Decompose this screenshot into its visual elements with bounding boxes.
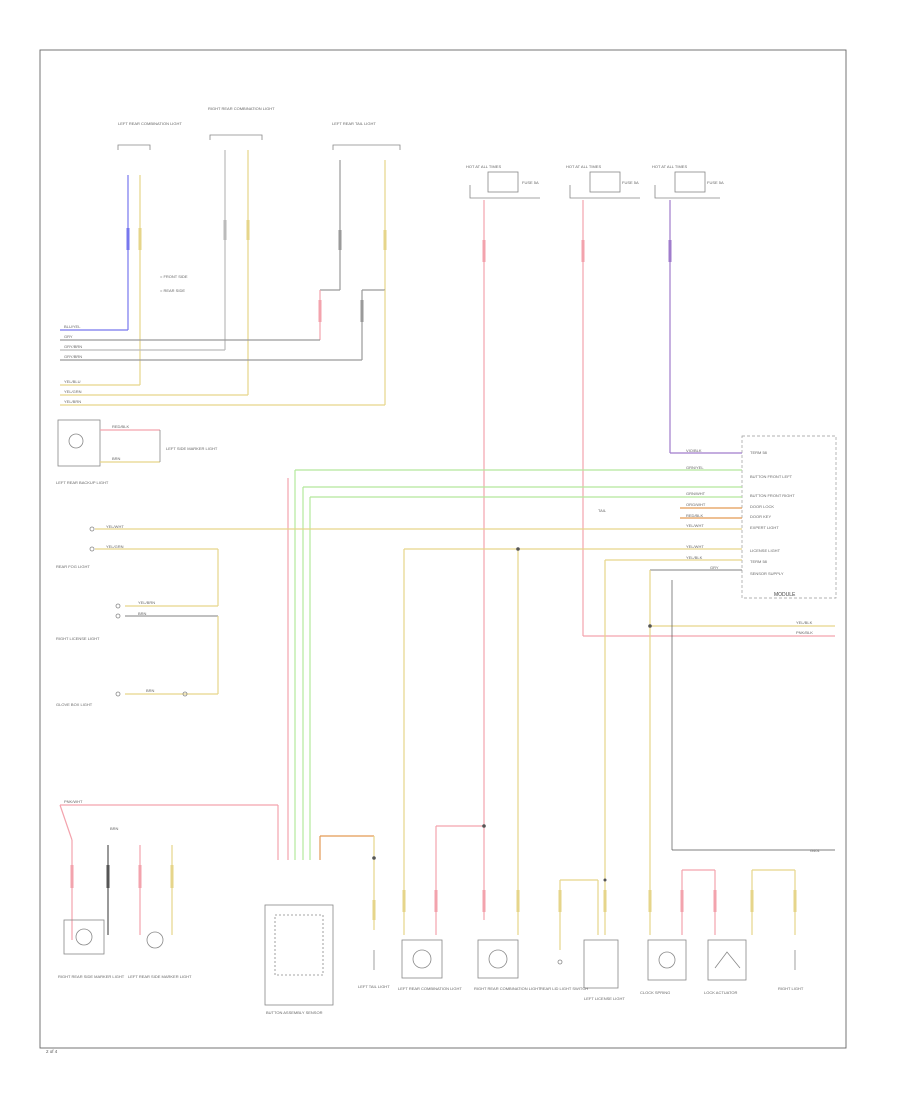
module-pin-labels: TERM 58 BUTTON FRONT LEFT BUTTON FRONT R…	[750, 450, 796, 598]
wire-label: BLU/YEL	[64, 324, 81, 329]
module-pin: DOOR KEY	[750, 514, 771, 519]
wire-tag: ORG/WHT	[686, 502, 706, 507]
wire-tag: GRY	[710, 565, 719, 570]
wire-tag: YEL/WHT	[106, 524, 124, 529]
wire-tag: GRN/YEL	[686, 465, 704, 470]
page-ref: 2 of 4	[46, 1049, 58, 1054]
top-left-connectors	[60, 150, 386, 406]
bottom-label: RIGHT REAR COMBINATION LIGHT	[474, 986, 541, 991]
wire-tag: RED/BLK	[112, 424, 129, 429]
wire-tag: YEL/WHT	[686, 544, 704, 549]
bottom-components	[63, 904, 796, 1006]
legend-item: = FRONT SIDE	[160, 274, 188, 279]
side-label: RIGHT LICENSE LIGHT	[56, 636, 100, 641]
wire-label: YEL/BLU	[64, 379, 81, 384]
left-side-labels: LEFT REAR BACKUP LIGHT REAR FOG LIGHT RI…	[56, 446, 218, 707]
connector-caps	[117, 134, 401, 150]
fuse-label: HOT AT ALL TIMES	[566, 164, 601, 169]
fuse-label: HOT AT ALL TIMES	[466, 164, 501, 169]
component-label: RIGHT REAR COMBINATION LIGHT	[208, 106, 275, 111]
bottom-label: LEFT LICENSE LIGHT	[584, 996, 625, 1001]
wire-tag: TAIL	[598, 508, 607, 513]
wire-label: GRY/BRN	[64, 344, 82, 349]
bottom-labels: RIGHT REAR SIDE MARKER LIGHT LEFT REAR S…	[58, 848, 821, 1015]
side-label: GLOVE BOX LIGHT	[56, 702, 93, 707]
left-wire-labels: BLU/YEL GRY GRY/BRN GRY/BRN YEL/BLU YEL/…	[64, 324, 82, 404]
bottom-label: CLOCK SPRING	[640, 990, 670, 995]
side-label: LEFT SIDE MARKER LIGHT	[166, 446, 218, 451]
module-pin: TERM 58	[750, 450, 768, 455]
wire-tag: YEL/BLK	[686, 555, 703, 560]
wire-tag: PNK/WHT	[64, 799, 83, 804]
top-component-labels: LEFT REAR COMBINATION LIGHT RIGHT REAR C…	[118, 106, 376, 126]
fuse-rating: FUSE 5A	[522, 180, 539, 185]
wire-tag: RED/BLK	[686, 513, 703, 518]
left-components	[57, 419, 188, 697]
fuse-rating: FUSE 5A	[707, 180, 724, 185]
bottom-label: LEFT TAIL LIGHT	[358, 984, 390, 989]
module-pin: BUTTON FRONT RIGHT	[750, 493, 795, 498]
wire-tag: YEL/GRN	[106, 544, 124, 549]
wire-tag: VIO/BLK	[686, 448, 702, 453]
wire-tag: YEL/WHT	[686, 523, 704, 528]
fuse-labels: HOT AT ALL TIMES HOT AT ALL TIMES HOT AT…	[466, 164, 724, 185]
module-pin: SENSOR SUPPLY	[750, 571, 784, 576]
wire-tag: BRN	[146, 688, 155, 693]
bottom-label: LEFT REAR COMBINATION LIGHT	[398, 986, 462, 991]
wire-tag: BRN	[110, 826, 119, 831]
side-label: REAR FOG LIGHT	[56, 564, 90, 569]
wire-tag: BRN	[112, 456, 121, 461]
wire-tag: PNK/BLK	[796, 630, 813, 635]
legend-item: = REAR SIDE	[160, 288, 185, 293]
wire-tag: BRN	[138, 611, 147, 616]
bottom-label: LEFT REAR SIDE MARKER LIGHT	[128, 974, 192, 979]
bottom-label: RIGHT LIGHT	[778, 986, 804, 991]
bottom-label: RIGHT REAR SIDE MARKER LIGHT	[58, 974, 125, 979]
component-label: LEFT REAR COMBINATION LIGHT	[118, 121, 182, 126]
component-label: LEFT REAR TAIL LIGHT	[332, 121, 376, 126]
ground-label: G401	[810, 848, 821, 853]
wire-label: GRY	[64, 334, 73, 339]
wire-tag: GRN/WHT	[686, 491, 706, 496]
wire-label: YEL/GRN	[64, 389, 82, 394]
wire-tag: YEL/BRN	[138, 600, 155, 605]
wire-tag: YEL/BLK	[796, 620, 813, 625]
module-box	[741, 435, 837, 599]
fuse-label: HOT AT ALL TIMES	[652, 164, 687, 169]
wire-label: YEL/BRN	[64, 399, 81, 404]
module-pin: EXPERT LIGHT	[750, 525, 779, 530]
main-wires	[59, 200, 835, 950]
bottom-label: BUTTON ASSEMBLY SENSOR	[266, 1010, 323, 1015]
wire-connectors	[70, 240, 797, 920]
fuse-group	[469, 171, 720, 199]
module-pin: DOOR LOCK	[750, 504, 774, 509]
junction-dots	[372, 547, 652, 882]
legend: = FRONT SIDE = REAR SIDE	[160, 274, 188, 293]
diagram-border	[39, 49, 847, 1049]
wire-label: GRY/BRN	[64, 354, 82, 359]
module-wire-tags: VIO/BLK GRN/YEL GRN/WHT ORG/WHT RED/BLK …	[64, 424, 813, 831]
module-pin: TERM 58	[750, 559, 768, 564]
module-pin: LICENSE LIGHT	[750, 548, 781, 553]
bottom-label: LOCK ACTUATOR	[704, 990, 738, 995]
bottom-label: REAR LID LIGHT SWITCH	[540, 986, 588, 991]
fuse-rating: FUSE 5A	[622, 180, 639, 185]
connector-segments	[126, 220, 387, 322]
side-label: LEFT REAR BACKUP LIGHT	[56, 480, 109, 485]
module-pin: BUTTON FRONT LEFT	[750, 474, 793, 479]
module-name: MODULE	[774, 592, 796, 598]
